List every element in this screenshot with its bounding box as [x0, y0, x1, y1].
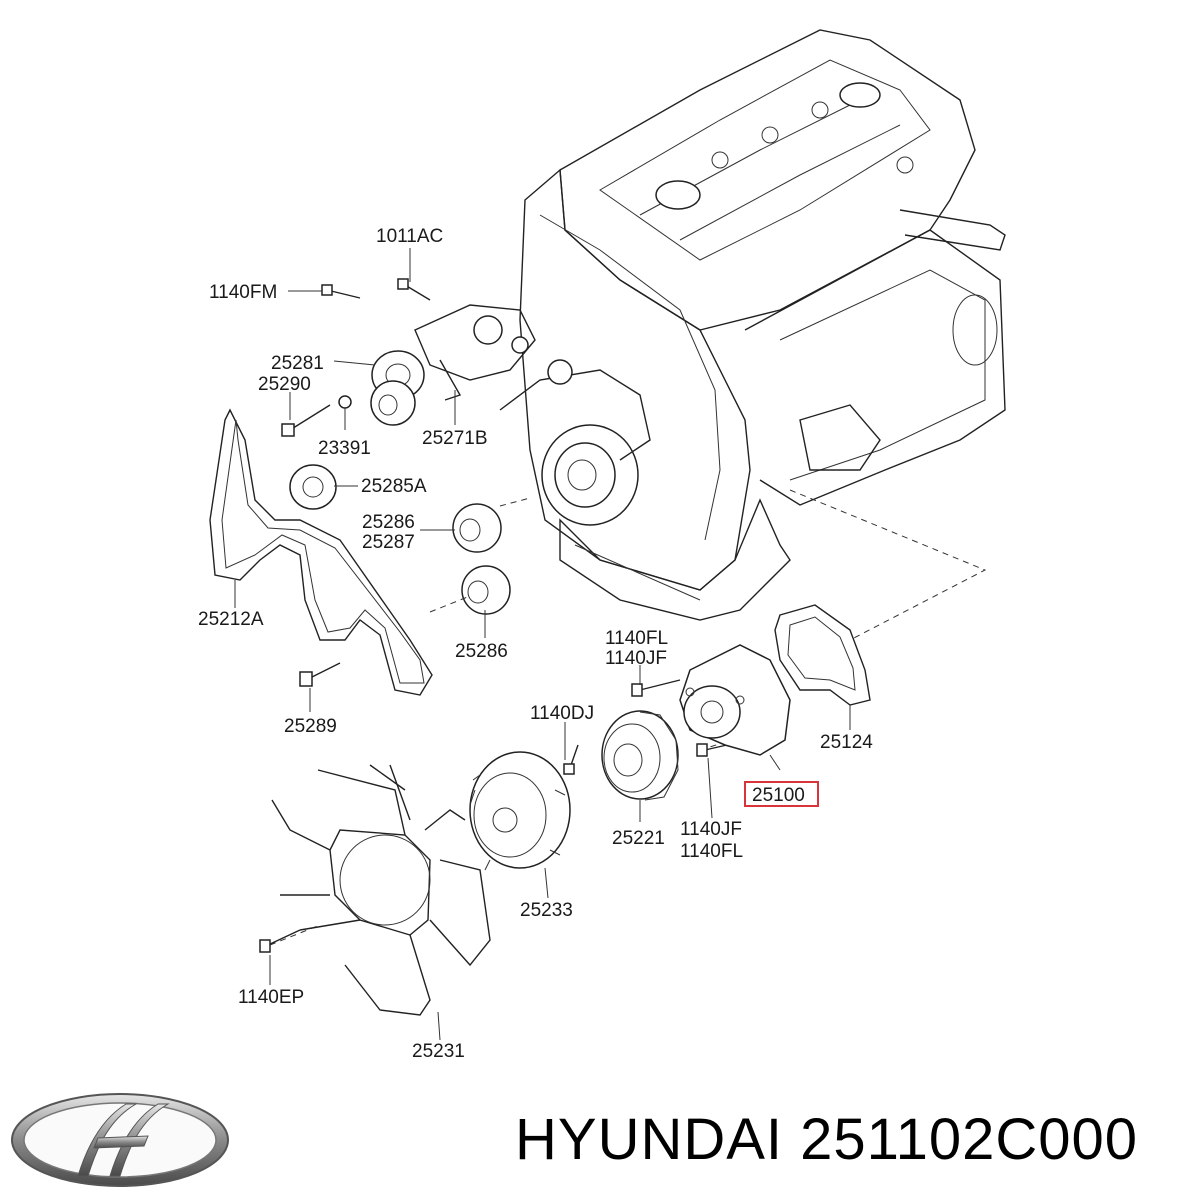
label-25231: 25231: [412, 1041, 465, 1062]
label-25286-bottom: 25286: [455, 641, 508, 662]
label-25233: 25233: [520, 900, 573, 921]
water-pump-pulley: [601, 710, 679, 801]
brand-part-number: HYUNDAI 251102C000: [515, 1107, 1139, 1172]
label-1140FM: 1140FM: [209, 282, 277, 303]
label-25124: 25124: [820, 732, 873, 753]
label-25271B: 25271B: [422, 428, 488, 449]
leader-lines: [234, 248, 851, 1041]
label-1140DJ: 1140DJ: [530, 703, 594, 724]
hyundai-logo: [11, 1093, 229, 1187]
label-25287: 25287: [362, 532, 415, 553]
label-23391: 23391: [318, 438, 371, 459]
highlight-box-25100: [744, 781, 819, 807]
label-25221: 25221: [612, 828, 665, 849]
engine-block: [414, 29, 1006, 621]
cooling-fan: [271, 764, 491, 1016]
label-25212A: 25212A: [198, 609, 264, 630]
label-1140JF-bottom: 1140JF: [680, 819, 742, 840]
label-25286-top: 25286: [362, 512, 415, 533]
label-1140JF-top: 1140JF: [605, 648, 667, 669]
label-25289: 25289: [284, 716, 337, 737]
label-25290: 25290: [258, 374, 311, 395]
idler-pulleys: [289, 350, 511, 615]
fan-clutch: [469, 751, 571, 871]
drive-belt: [209, 408, 433, 696]
label-1140EP: 1140EP: [238, 987, 304, 1008]
label-25100: 25100: [752, 785, 805, 806]
label-1011AC: 1011AC: [376, 226, 443, 247]
label-25285A: 25285A: [361, 476, 427, 497]
label-25281: 25281: [271, 353, 324, 374]
label-1140FL-top: 1140FL: [605, 628, 668, 649]
part-labels: 1011AC 1140FM 25281 25290 23391 25271B 2…: [198, 226, 873, 1062]
water-pump: [679, 644, 791, 756]
gasket: [774, 604, 871, 706]
label-1140FL-bottom: 1140FL: [680, 841, 743, 862]
bolts: [259, 278, 741, 953]
